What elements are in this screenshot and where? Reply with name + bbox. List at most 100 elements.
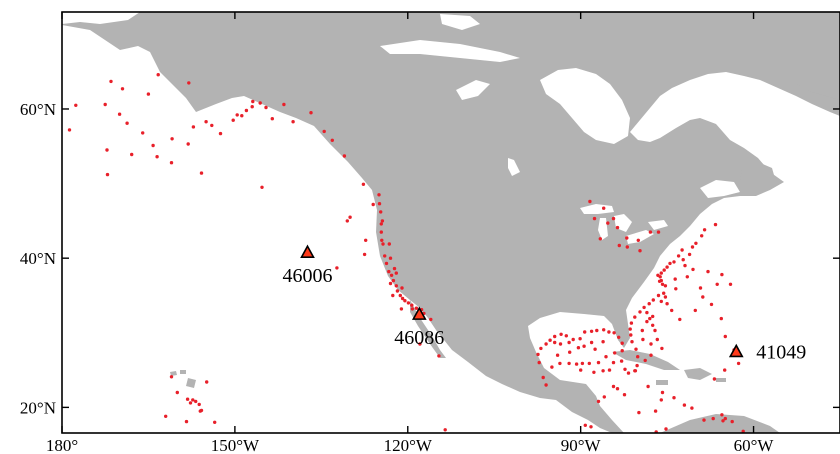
buoy-marker [630,340,634,344]
buoy-marker [188,401,193,405]
buoy-marker [387,242,391,246]
lake-winnipeg [508,158,520,176]
buoy-marker [379,230,383,234]
buoy-marker [741,429,745,433]
buoy-marker [636,355,640,359]
buoy-marker [191,125,196,129]
buoy-marker [164,414,168,418]
buoy-marker [663,295,668,299]
buoy-marker [659,398,663,402]
buoy-marker [74,103,78,108]
buoy-marker [125,121,129,125]
buoy-marker [629,333,633,337]
buoy-marker [264,105,268,110]
buoy-marker [637,410,641,415]
alaska-gulf-cut [62,12,140,24]
buoy-marker [607,368,612,372]
buoy-marker [117,112,122,116]
buoy-marker [615,225,620,230]
buoy-marker [437,354,441,358]
buoy-marker [156,73,160,77]
buoy-marker [659,271,663,275]
buoy-marker [364,238,368,242]
buoy-marker [633,315,637,319]
y-tick-label: 20°N [20,398,56,417]
buoy-marker [169,375,174,379]
buoy-marker [579,368,583,372]
puerto-rico-island [716,378,726,382]
buoy-marker [736,361,741,366]
buoy-marker [606,221,610,225]
buoy-marker [258,101,262,105]
buoy-marker [392,266,397,271]
buoy-marker [638,310,642,314]
buoy-marker [682,403,687,407]
buoy-marker [213,420,217,424]
buoy-marker [646,384,650,389]
arctic-landmass [740,12,840,100]
buoy-marker [607,330,611,334]
buoy-marker [548,338,552,342]
station-marker-46086[interactable] [411,306,427,320]
buoy-marker [383,254,387,258]
buoy-marker [335,266,339,270]
buoy-marker [629,321,634,325]
buoy-marker [601,450,604,453]
buoy-marker [582,344,586,348]
buoy-marker [380,238,384,242]
bering-cut [62,52,110,72]
buoy-marker [589,425,593,429]
buoy-marker [395,289,400,293]
buoy-marker [728,282,733,286]
buoy-marker [544,342,548,346]
buoy-marker [645,310,649,315]
buoy-marker [638,249,642,253]
hudson-bay [540,68,630,144]
buoy-marker [715,282,719,286]
buoy-marker [613,351,617,355]
buoy-marker [602,395,606,399]
buoy-marker [601,369,605,373]
station-marker-46006[interactable] [300,244,315,259]
buoy-marker [620,341,624,345]
buoy-marker [464,445,467,448]
buoy-marker [537,360,541,365]
buoy-marker [681,258,685,262]
great-slave-lake [440,14,480,30]
buoy-marker [564,334,568,338]
buoy-marker [660,346,664,351]
buoy-marker [623,367,627,371]
buoy-marker [592,216,597,221]
buoy-marker [251,99,255,104]
buoy-marker [205,380,209,384]
buoy-marker [235,113,239,117]
hawaii-islands [170,370,196,388]
buoy-marker [282,102,286,107]
station-label-46006: 46006 [283,265,333,287]
y-tick-label: 60°N [20,100,56,119]
buoy-marker [576,346,581,350]
buoy-marker [636,238,640,242]
buoy-marker [291,120,295,124]
buoy-marker [600,437,603,440]
buoy-marker [730,419,734,424]
newfoundland-island [740,162,776,192]
buoy-marker [601,340,605,344]
buoy-marker [656,293,661,298]
buoy-marker [204,120,208,124]
buoy-marker [175,390,179,395]
south-america-landmass [660,414,780,433]
buoy-marker [553,340,557,345]
buoy-marker [170,137,174,141]
buoy-marker [656,230,661,234]
buoy-marker [645,319,649,324]
x-tick-label: 150°W [211,436,260,454]
buoy-marker [694,241,698,245]
buoy-marker [379,222,383,226]
buoy-marker [558,342,563,346]
buoy-marker [400,296,405,301]
station-marker-41049[interactable] [728,343,744,358]
buoy-marker [187,81,191,85]
buoy-marker [635,363,639,368]
